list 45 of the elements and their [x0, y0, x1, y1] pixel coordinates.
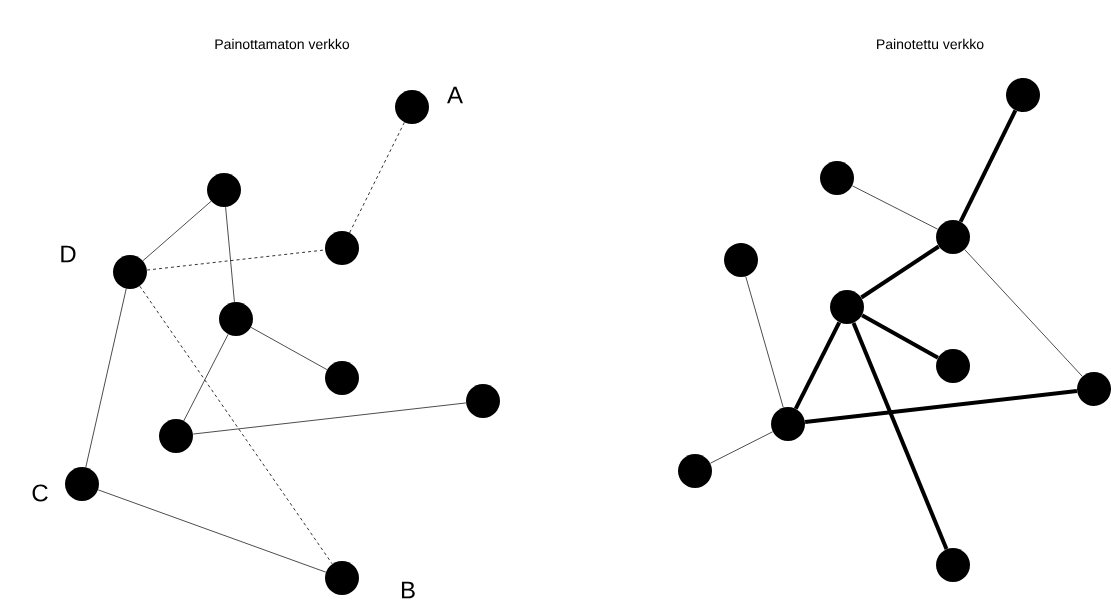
- graph-edge: [804, 388, 1078, 425]
- graph-node: [325, 231, 359, 265]
- graph-node: [771, 407, 805, 441]
- graph-edge: [192, 402, 467, 435]
- graph-edge: [793, 321, 842, 410]
- graph-edge: [964, 249, 1083, 377]
- graph-node: [159, 419, 193, 453]
- graph-edge: [852, 185, 939, 230]
- graph-node: [936, 220, 970, 254]
- graph-node: [1006, 78, 1040, 112]
- graph-node: [936, 548, 970, 582]
- graph-edge: [85, 288, 127, 468]
- graph-title: Painotettu verkko: [877, 38, 984, 50]
- graph-node: [1077, 372, 1111, 406]
- graph-edge: [745, 276, 784, 408]
- graph-edge: [958, 109, 1018, 223]
- node-label: A: [447, 86, 463, 104]
- graph-edge: [225, 206, 235, 303]
- graph-edge: [139, 285, 333, 565]
- node-label: B: [402, 581, 415, 599]
- graph-node: [395, 90, 429, 124]
- graph-node: [830, 290, 864, 324]
- graph-node: [820, 161, 854, 195]
- graph-edge: [861, 313, 939, 360]
- graph-node: [466, 384, 500, 418]
- graph-node: [325, 561, 359, 595]
- graph-node: [219, 302, 253, 336]
- graph-node: [65, 467, 99, 501]
- graph-title: Painottamaton verkko: [215, 38, 350, 50]
- graph-edge: [97, 489, 327, 573]
- graph-edge: [250, 327, 328, 370]
- graph-edge: [860, 244, 940, 300]
- graph-edge: [851, 322, 949, 550]
- graph-edge: [183, 333, 229, 422]
- graph-node: [113, 255, 147, 289]
- graph-node: [678, 454, 712, 488]
- graph-node: [325, 361, 359, 395]
- graph-node: [936, 349, 970, 383]
- graph-edge: [142, 200, 212, 262]
- node-label: D: [61, 245, 76, 263]
- graph-edge: [710, 431, 773, 464]
- graph-edge: [349, 122, 405, 233]
- graph-node: [207, 173, 241, 207]
- node-label: C: [32, 484, 48, 502]
- graph-node: [724, 243, 758, 277]
